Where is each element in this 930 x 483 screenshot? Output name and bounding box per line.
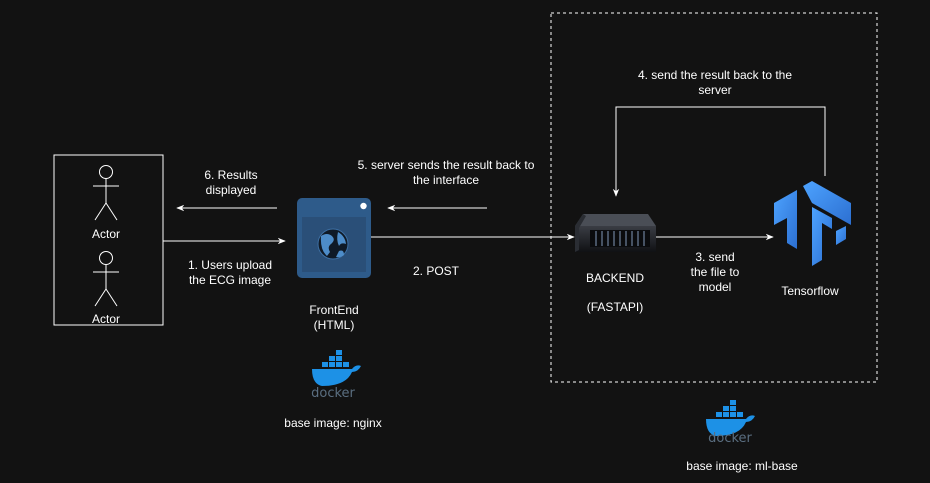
- actor-group-box: [53, 154, 164, 326]
- docker-wordmark-backend: docker: [708, 431, 752, 446]
- backend-server-icon: [575, 214, 656, 252]
- frontend-web-icon: [297, 198, 371, 278]
- step-2-label: 2. POST: [412, 264, 459, 278]
- step-4-label: 4. send the result back to the server: [620, 68, 810, 98]
- arrow-step-4: [612, 106, 826, 197]
- tensorflow-logo-icon: [774, 181, 851, 266]
- step-5-line-2: the interface: [412, 173, 480, 187]
- frontend-label: FrontEnd (HTML): [294, 303, 374, 333]
- step-1-line-2: the ECG image: [188, 273, 272, 287]
- frontend-name: FrontEnd: [309, 303, 359, 317]
- step-5-line-1: 5. server sends the result back to: [357, 158, 535, 172]
- docker-logo-icon-backend: docker: [706, 400, 755, 446]
- frontend-tech: (HTML): [313, 318, 355, 332]
- step-3-label: 3. send the file to model: [680, 250, 750, 295]
- backend-tech-label: (FASTAPI): [586, 300, 644, 314]
- actor-figure-1: [93, 165, 119, 221]
- backend-base-image-label: base image: ml-base: [686, 459, 798, 473]
- docker-logo-icon-frontend: docker: [311, 350, 361, 401]
- step-4-line-1: 4. send the result back to the: [637, 68, 793, 82]
- docker-wordmark-frontend: docker: [311, 386, 355, 401]
- step-6-line-1: 6. Results: [204, 168, 258, 182]
- step-3-line-3: model: [698, 280, 732, 294]
- step-5-label: 5. server sends the result back to the i…: [351, 158, 541, 188]
- step-6-line-2: displayed: [205, 183, 257, 197]
- ml-container-box: [550, 12, 878, 383]
- frontend-base-image-label: base image: nginx: [284, 416, 382, 430]
- step-1-label: 1. Users upload the ECG image: [170, 258, 290, 288]
- step-3-line-1: 3. send: [695, 250, 735, 264]
- step-1-line-1: 1. Users upload: [187, 258, 273, 272]
- tensorflow-label: Tensorflow: [781, 284, 839, 298]
- step-3-line-2: the file to: [690, 265, 740, 279]
- step-4-line-2: server: [698, 83, 732, 97]
- step-6-label: 6. Results displayed: [191, 168, 271, 198]
- actor-figure-2: [93, 251, 119, 307]
- actor-label-1: Actor: [91, 227, 120, 241]
- backend-name-label: BACKEND: [585, 271, 644, 285]
- actor-label-2: Actor: [91, 312, 120, 326]
